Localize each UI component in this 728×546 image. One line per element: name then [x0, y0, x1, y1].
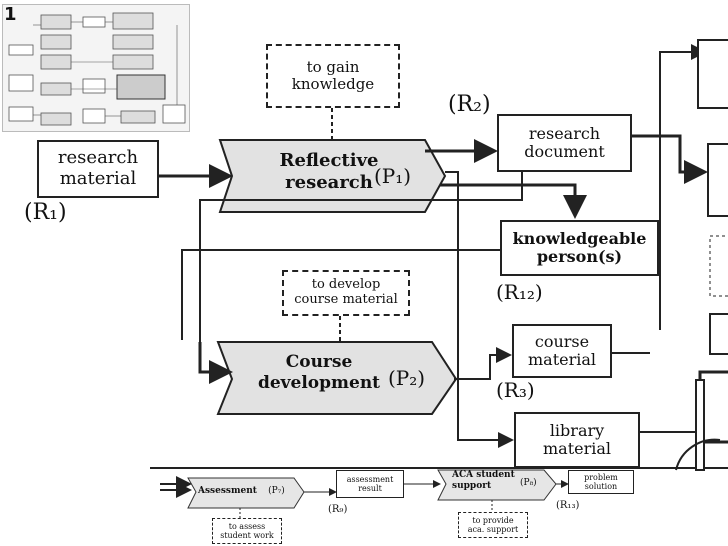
edge-r12-p2 [181, 249, 500, 340]
goal-line: student work [220, 531, 274, 540]
goal-gain-knowledge: to gain knowledge [266, 44, 400, 108]
figure-number: 1 [4, 4, 17, 25]
goal-line: aca. support [467, 525, 519, 534]
goal-line: to gain [306, 57, 360, 76]
resource-line: material [542, 439, 612, 458]
diagram-thumbnail [2, 4, 190, 132]
resource-problem-solution: problem solution [568, 470, 634, 494]
thumbnail-graphic [8, 12, 186, 126]
edge-right-2 [632, 134, 708, 184]
process-p8-shape [437, 469, 557, 501]
resource-tag-r1: (R₁) [24, 200, 67, 225]
resource-line: library [549, 420, 605, 440]
resource-line: material [59, 168, 137, 189]
resource-tag-r2: (R₂) [448, 92, 491, 117]
right-circle-edge [675, 438, 721, 471]
goal-develop-course-material: to develop course material [282, 270, 410, 316]
goal-line: knowledge [291, 75, 375, 93]
resource-line: person(s) [536, 247, 623, 266]
right-frame-1 [697, 39, 728, 109]
resource-line: result [358, 484, 382, 493]
process-p8-label: ACA student support [452, 470, 515, 493]
goal-line: course material [294, 292, 398, 307]
goal-line: to assess [228, 521, 266, 531]
process-p2-tag: (P₂) [388, 366, 426, 390]
resource-line: material [527, 350, 597, 369]
resource-line: research [57, 147, 139, 169]
right-frame-4 [709, 313, 728, 355]
goal-provide-aca-support: to provide aca. support [458, 512, 528, 538]
resource-line: problem [584, 472, 618, 482]
resource-line: knowledgeable [512, 228, 647, 248]
process-line: support [452, 481, 492, 492]
edge-r2-loop [199, 172, 523, 342]
resource-research-material: research material [37, 140, 159, 198]
process-p1-label: Reflective research [254, 150, 404, 193]
resource-line: solution [584, 482, 618, 491]
process-line: research [285, 171, 373, 193]
goal-line: to provide [472, 515, 514, 525]
process-p1-tag: (P₁) [374, 164, 412, 188]
right-frame-6 [695, 379, 705, 471]
process-line: Reflective [279, 150, 379, 171]
resource-assessment-result: assessment result [336, 470, 404, 498]
resource-tag-r3: (R₃) [496, 378, 535, 402]
process-name: Assessment [198, 486, 257, 496]
resource-line: assessment [346, 474, 394, 484]
edge-p2-r3 [454, 347, 512, 380]
edge-right-1 [659, 44, 707, 330]
resource-library-material: library material [514, 412, 640, 468]
edge-loop-p2 [198, 342, 233, 384]
resource-line: course [534, 331, 590, 351]
process-p2-label: Course development [254, 352, 384, 395]
resource-knowledgeable-person: knowledgeable person(s) [500, 220, 659, 276]
resource-tag-r13: (R₁₃) [556, 500, 580, 511]
goal-line: to develop [311, 277, 381, 293]
process-p7-label: Assessment (P₇) [198, 486, 285, 496]
process-line: Course [285, 352, 353, 372]
resource-line: research [528, 123, 601, 143]
edge-p1-r12 [440, 183, 587, 219]
resource-course-material: course material [512, 324, 612, 378]
edge-p1-library [445, 171, 514, 448]
process-line: development [257, 373, 381, 394]
right-frame-2 [707, 143, 728, 217]
process-p8-tag: (P₈) [520, 478, 537, 488]
resource-research-document: research document [497, 114, 632, 172]
resource-tag-r9: (R₉) [328, 504, 348, 515]
process-p7-shape [187, 477, 305, 509]
right-frame-3 [709, 235, 728, 297]
process-line: ACA student [452, 470, 515, 480]
goal-assess-student-work: to assess student work [212, 518, 282, 544]
process-tag: (P₇) [268, 486, 285, 496]
resource-line: document [524, 142, 605, 161]
resource-tag-r12: (R₁₂) [496, 280, 543, 304]
